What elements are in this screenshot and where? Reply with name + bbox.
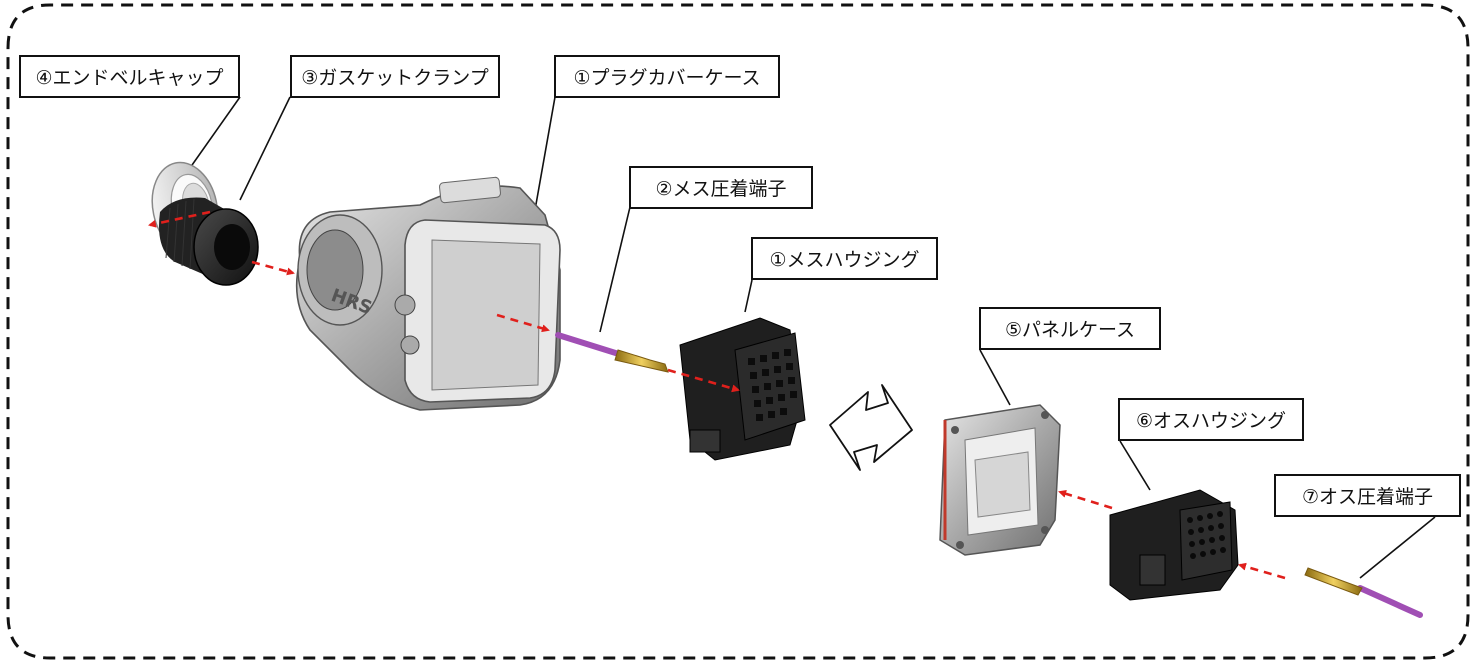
leader-line-male-crimp — [1359, 516, 1436, 579]
insertion-arrow — [667, 368, 740, 393]
leader-line-panel-case — [979, 349, 1011, 406]
label-plug-cover-case: ①プラグカバーケース — [554, 55, 780, 98]
dashed-frame — [6, 3, 1470, 660]
female-housing-part — [679, 317, 806, 461]
male-crimp-terminal-part — [1304, 567, 1423, 618]
female-crimp-terminal-part — [555, 332, 669, 373]
label-gasket-clamp: ③ガスケットクランプ — [290, 55, 500, 98]
double-headed-arrow-icon — [829, 384, 913, 471]
label-male-housing: ⑥オスハウジング — [1118, 398, 1304, 441]
label-panel-case: ⑤パネルケース — [979, 307, 1161, 350]
leader-line-female-crimp — [599, 206, 631, 333]
leader-line-plug-cover-case — [534, 96, 556, 211]
leader-line-end-bell-cap — [184, 96, 241, 176]
insertion-arrow — [1238, 562, 1286, 580]
leader-line-male-housing — [1119, 440, 1151, 491]
gasket-clamp-part — [159, 197, 259, 286]
label-male-crimp-terminal: ⑦オス圧着端子 — [1274, 474, 1461, 517]
leader-line-female-housing — [744, 279, 753, 313]
insertion-arrow — [148, 210, 211, 228]
male-housing-part — [1109, 489, 1239, 601]
panel-case-part — [939, 404, 1061, 556]
leader-line-gasket-clamp — [239, 96, 291, 201]
insertion-arrow — [251, 260, 295, 276]
insertion-arrow — [496, 313, 550, 333]
insertion-arrow — [1058, 489, 1113, 510]
label-female-crimp-terminal: ②メス圧着端子 — [629, 166, 813, 209]
label-female-housing: ①メスハウジング — [751, 237, 938, 280]
label-end-bell-cap: ④エンドベルキャップ — [19, 55, 240, 98]
plug-cover-case-part: HRS — [295, 176, 561, 411]
